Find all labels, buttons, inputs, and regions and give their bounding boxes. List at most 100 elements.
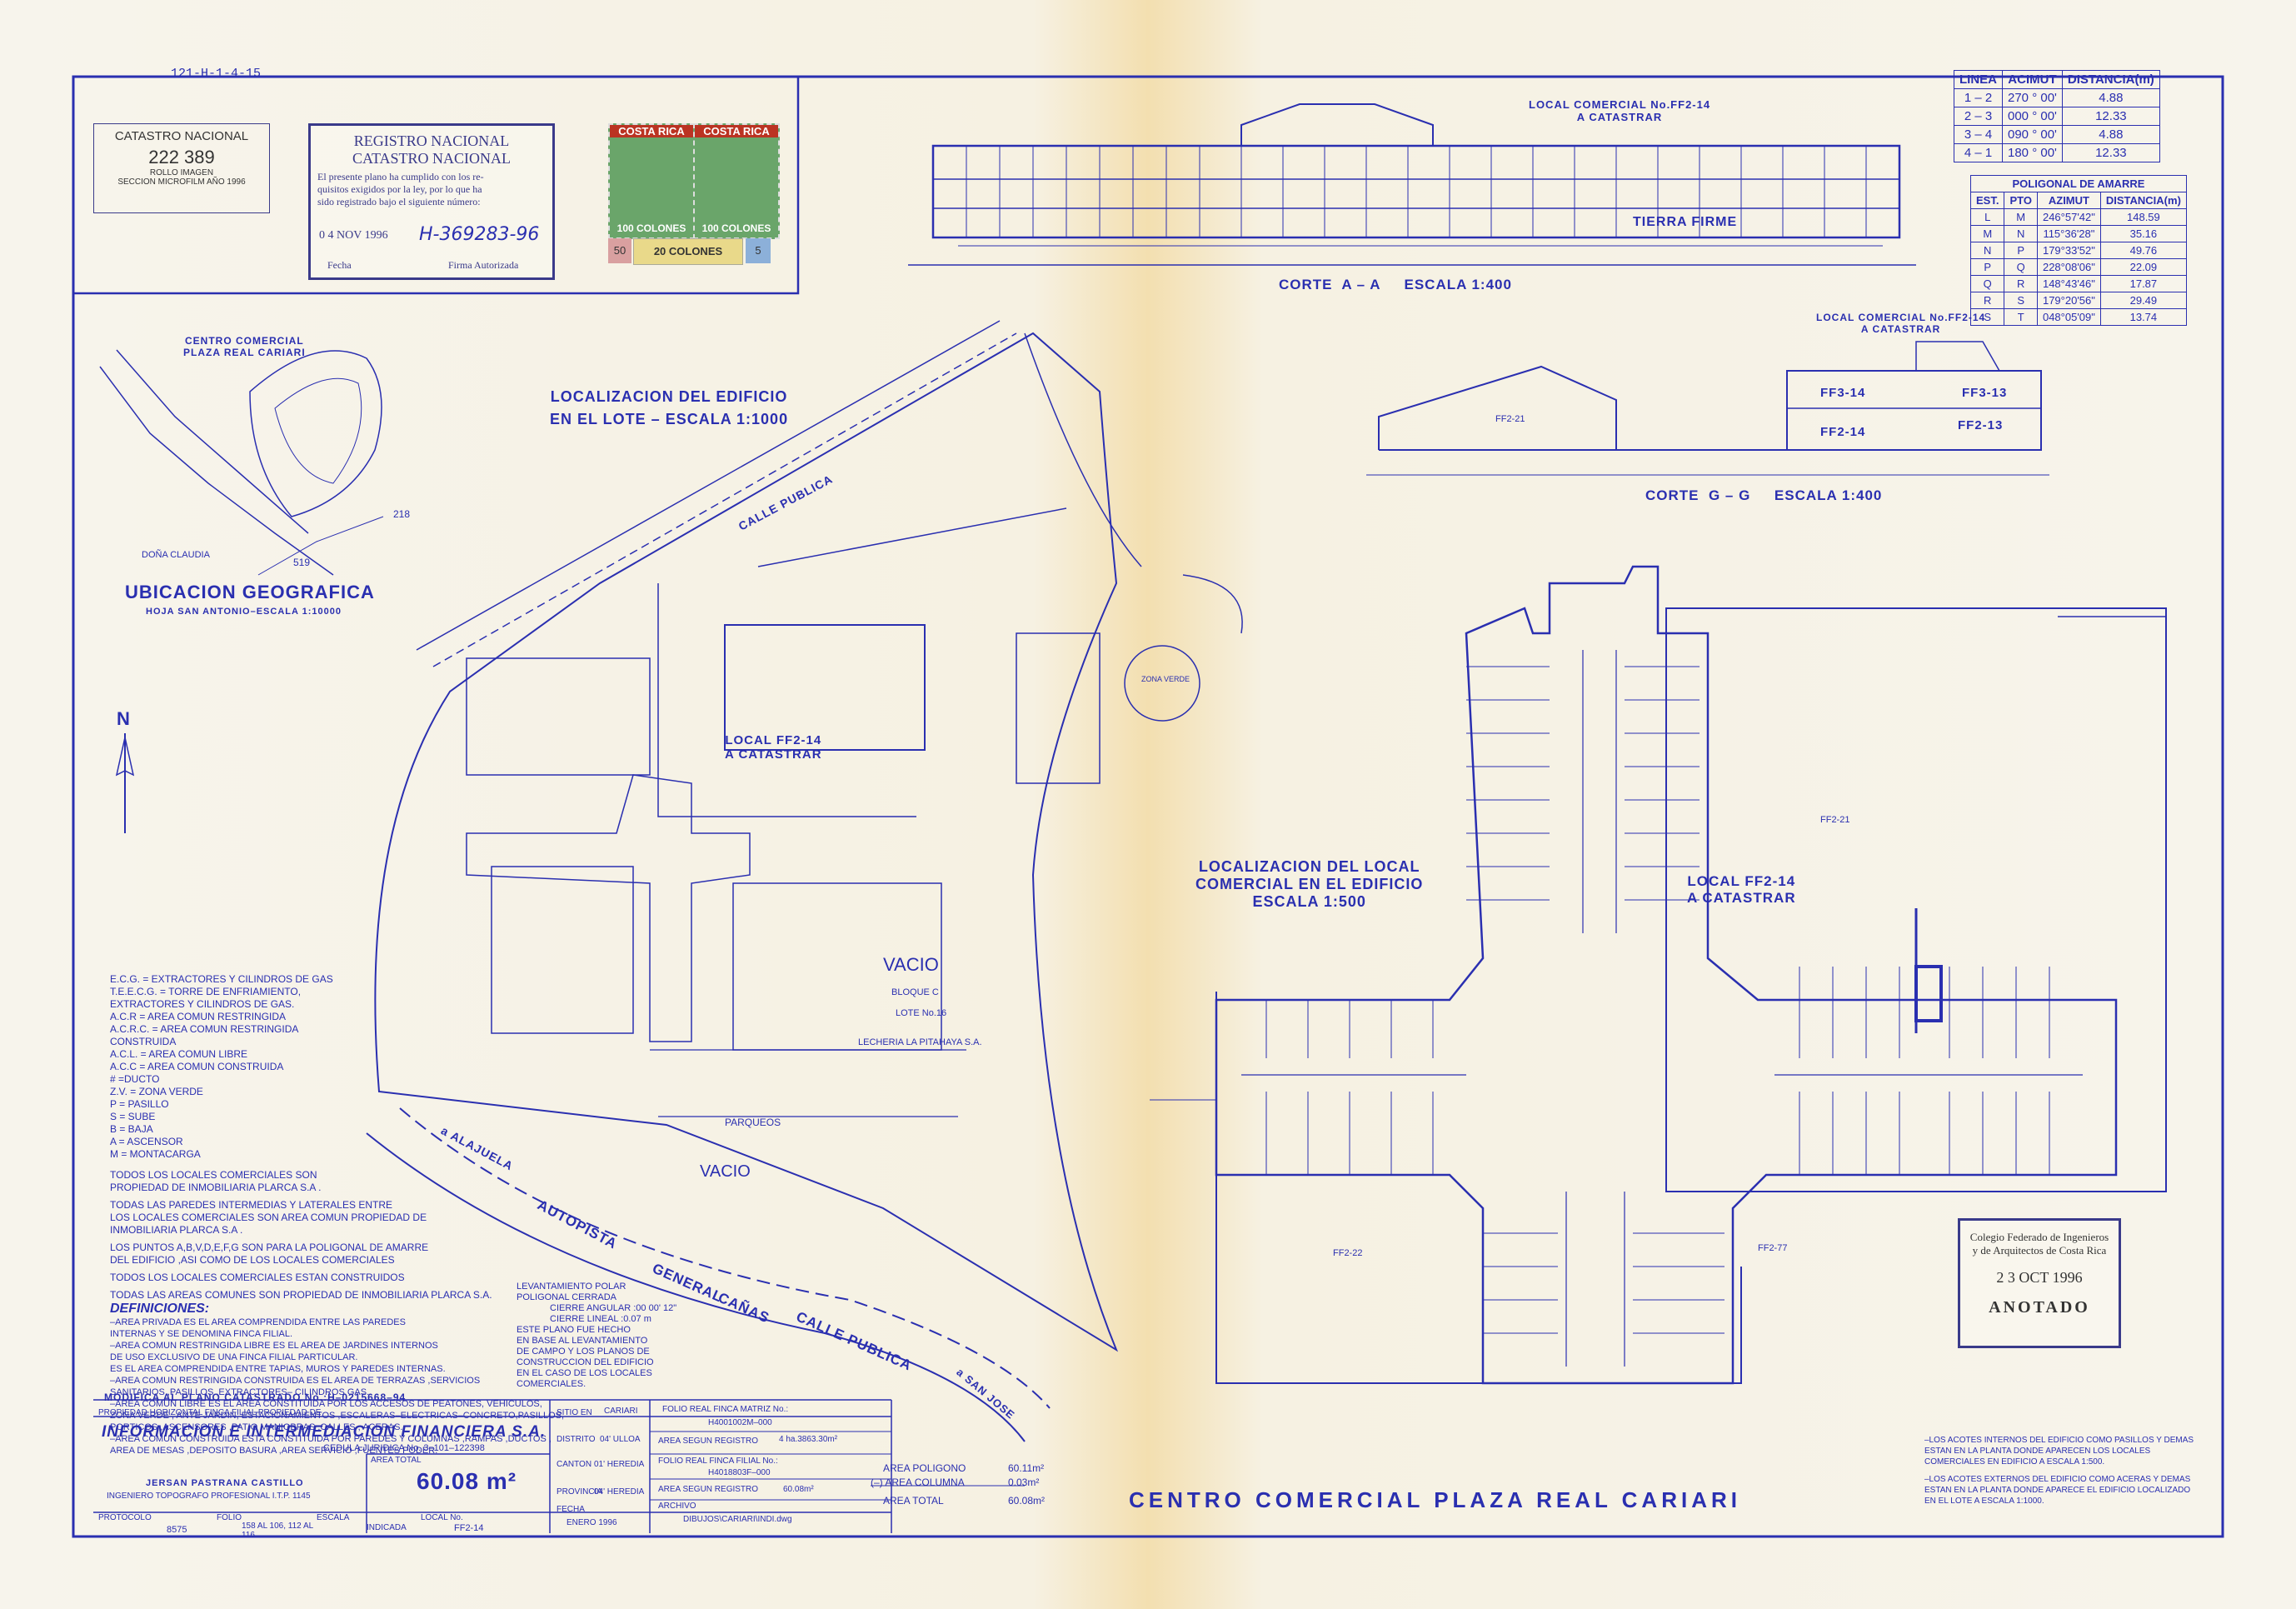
local-no-value: FF2-14 [454,1523,484,1533]
folio-value: 158 AL 106, 112 AL 116 [242,1522,313,1540]
area-registro-label: AREA SEGUN REGISTRO [658,1437,759,1446]
registro-body1: El presente plano ha cumplido con los re… [317,171,484,182]
pol-cell: Q [1969,275,2005,292]
distrito-label: DISTRITO [557,1435,596,1444]
tierra-firme-label: TIERRA FIRME [1633,215,1738,229]
pol-cell: P [2004,242,2038,259]
area-total-summary-value: 60.08m² [1008,1495,1046,1507]
area-total-summary-label: AREA TOTAL [883,1495,944,1507]
az-cell: 180 ° 00' [2002,143,2063,162]
registro-date: 0 4 NOV 1996 [319,229,388,242]
escala-label: ESCALA [317,1513,350,1522]
definicion-line: PORTICOS ,ASCENSORES ,PATIO MANIOBRAS ,C… [110,1422,403,1432]
lot-local-sub: A CATASTRAR [725,747,822,762]
pol-cell: 179°33'52" [2036,242,2101,259]
area-poligono-value: 60.11m² [1008,1462,1045,1474]
definicion-line: –AREA COMUN LIBRE ES EL AREA CONSTITUIDA… [110,1399,542,1409]
legend-note: TODOS LOS LOCALES COMERCIALES ESTAN CONS… [110,1272,405,1283]
az-cell: 4.88 [2061,125,2160,144]
pol-cell: R [1969,292,2005,309]
gg-ff313: FF3-13 [1962,386,2008,400]
legend-note: LOS PUNTOS A,B,V,D,E,F,G SON PARA LA POL… [110,1242,429,1253]
registro-fecha-label: Fecha [327,259,352,271]
folio-filial-label: FOLIO REAL FINCA FILIAL No.: [658,1457,778,1466]
main-title: CENTRO COMERCIAL PLAZA REAL CARIARI [1129,1487,1741,1512]
corte-aa-local-sub: A CATASTRAR [1576,111,1663,123]
engineer-name: JERSAN PASTRANA CASTILLO [146,1478,304,1488]
sheet-reference: 121-H-1-4-15 [171,67,262,81]
stamp-value1: 100 COLONES [616,222,686,234]
pol-h2: AZIMUT [2036,192,2101,209]
definiciones-title: DEFINICIONES: [110,1302,210,1316]
pol-cell: T [2004,308,2038,326]
levant-line: LEVANTAMIENTO POLAR [517,1282,626,1292]
folio-label: FOLIO [217,1513,242,1522]
pol-cell: N [2004,225,2038,242]
gg-ff221: FF2-21 [1495,414,1525,424]
registro-number: H-369283-96 [419,224,540,245]
az-cell: 000 ° 00' [2002,107,2063,126]
legend-note: DEL EDIFICIO ,ASI COMO DE LOS LOCALES CO… [110,1254,395,1266]
pol-cell: Q [2004,258,2038,276]
legend-line: A.C.R.C. = AREA COMUN RESTRINGIDA [110,1023,299,1035]
footnote-line: –LOS ACOTES INTERNOS DEL EDIFICIO COMO P… [1924,1436,2194,1445]
colegio-date: 2 3 OCT 1996 [1996,1269,2083,1286]
canton-label: CANTON [557,1460,592,1469]
catastro-title: CATASTRO NACIONAL [114,129,249,143]
levantamiento-notes: LEVANTAMIENTO POLAR POLIGONAL CERRADA CI… [517,1282,676,1390]
az-cell: 090 ° 00' [2002,125,2063,144]
area-columna-value: 0.03m² [1008,1477,1040,1488]
legend-note: PROPIEDAD DE INMOBILIARIA PLARCA S.A . [110,1182,322,1193]
north-arrow-icon: N [117,708,131,729]
corte-gg-local-sub: A CATASTRAR [1860,323,1941,335]
definicion-line: –AREA PRIVADA ES EL AREA COMPRENDIDA ENT… [110,1317,406,1327]
local-no-label: LOCAL No. [421,1513,463,1522]
pol-cell: 22.09 [2099,258,2187,276]
folio-filial-value: H4018803F–000 [708,1468,771,1477]
az-cell: 12.33 [2061,107,2160,126]
ubicacion-subtitle: HOJA SAN ANTONIO–ESCALA 1:10000 [146,607,342,617]
propiedad-text: PROPIEDAD HORIZONTAL FINCA FILIAL PROPIE… [98,1408,322,1417]
footnote-line: EN EL LOTE A ESCALA 1:1000. [1924,1497,2044,1506]
levant-line: POLIGONAL CERRADA [517,1292,617,1302]
pol-cell: 35.16 [2099,225,2187,242]
loc-local-line3: ESCALA 1:500 [1252,893,1366,910]
distrito-value: 04' ULLOA [600,1435,641,1444]
az-cell: 2 – 3 [1954,107,2003,126]
sitio-value: CARIARI [604,1407,638,1416]
levant-line: CIERRE LINEAL :0.07 m [550,1314,651,1324]
cedula-text: CEDULA JURIDICA No. 3–101–122398 [323,1443,485,1453]
definicion-line: SANITARIOS ,PASILLOS ,EXTRACTORES– CILIN… [110,1387,370,1397]
levant-line: CONSTRUCCION DEL EDIFICIO [517,1357,654,1367]
pol-cell: 246°57'42" [2036,208,2101,226]
corte-aa-local-label: LOCAL COMERCIAL No.FF2-14 A CATASTRAR [1529,98,1710,123]
registro-line1: REGISTRO NACIONAL [353,132,510,149]
archivo-value: DIBUJOS\CARIARI\INDI.dwg [683,1515,792,1524]
folio-matriz-value: H4001002M–000 [708,1418,772,1427]
lot-local-text: LOCAL FF2-14 [725,733,822,747]
pol-cell: M [2004,208,2038,226]
definicion-line: –AREA COMUN RESTRINGIDA CONSTRUIDA ES EL… [110,1376,481,1386]
corte-gg-local-label: LOCAL COMERCIAL No.FF2-14 A CATASTRAR [1816,312,1985,335]
bloque-c-label: BLOQUE C [891,987,939,997]
legend-note: TODAS LAS PAREDES INTERMEDIAS Y LATERALE… [110,1199,392,1211]
az-cell: 4 – 1 [1954,143,2003,162]
levant-line: EN EL CASO DE LOS LOCALES [517,1368,652,1378]
pol-cell: 148.59 [2099,208,2187,226]
stamp-country-2: COSTA RICA [695,125,778,137]
area-columna-label: (–) AREA COLUMNA [871,1477,965,1488]
sitio-label: SITIO EN [557,1408,592,1417]
fecha-label: FECHA [557,1505,585,1514]
legend-line: T.E.E.C.G. = TORRE DE ENFRIAMIENTO, [110,986,302,997]
catastro-line1: ROLLO IMAGEN [149,168,214,177]
plan-local-text: LOCAL FF2-14 [1687,873,1796,889]
registro-stamp: REGISTRO NACIONAL CATASTRO NACIONAL El p… [308,123,555,280]
folio-matriz-label: FOLIO REAL FINCA MATRIZ No.: [662,1405,789,1414]
plan-ff277: FF2-77 [1758,1243,1788,1253]
footnote-line: ESTAN EN LA PLANTA DONDE APARECEN LOS LO… [1924,1447,2151,1456]
area-total-value: 60.08 m² [417,1468,517,1494]
pol-cell: 179°20'56" [2036,292,2101,309]
stamp-20: 20 COLONES [633,238,743,265]
localizacion-local-title: LOCALIZACION DEL LOCAL COMERCIAL EN EL E… [1195,858,1423,911]
loc-ed-line2: EN EL LOTE – ESCALA 1:1000 [550,411,789,427]
